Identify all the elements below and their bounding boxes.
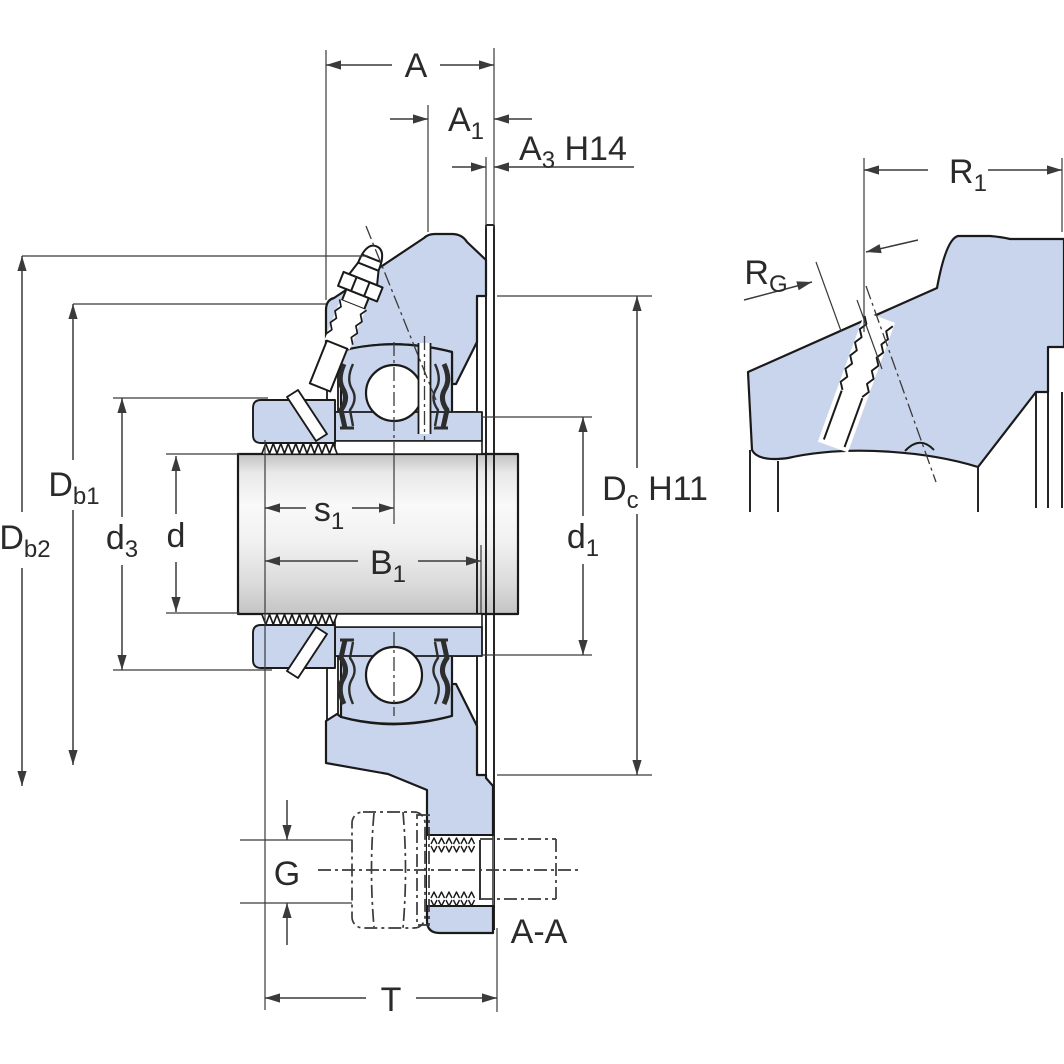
fitting-thread: [325, 299, 368, 345]
label-dim-d1: d1: [567, 518, 599, 562]
shaft: [236, 452, 520, 616]
label-dim-d3: d3: [106, 519, 138, 563]
flange-bolt-hole: [427, 834, 494, 907]
centerlines: [365, 225, 937, 716]
label-dim-B1: B1: [370, 544, 406, 588]
label-dim-RG: RG: [744, 254, 787, 298]
hole-exit: [904, 441, 935, 452]
label-dim-G: G: [274, 855, 300, 893]
bearing-upper: [252, 343, 483, 455]
label-dim-A3-H14: A3 H14: [519, 130, 627, 174]
detail-housing: [746, 234, 1064, 469]
thread-marks: [430, 837, 476, 907]
fitting-shank: [308, 339, 349, 393]
seal-left: [337, 362, 356, 430]
grease-fitting: [308, 244, 384, 393]
washer: [416, 814, 430, 926]
detail-ring-faces: [749, 392, 1063, 512]
extension-lines: [22, 48, 1063, 1012]
lock-washer-tab: [286, 389, 328, 442]
label-dim-T: T: [381, 981, 402, 1019]
label-dim-Db2: Db2: [0, 519, 51, 563]
bearing-lower: [253, 614, 482, 724]
detail-thread-hole: [817, 311, 896, 453]
label-dim-Db1: Db1: [48, 466, 99, 510]
label-dim-s1: s1: [314, 491, 344, 535]
sleeve-thread: [261, 442, 338, 455]
seal-right: [432, 362, 451, 430]
label-section-marker-AA: A-A: [511, 913, 568, 951]
main-section-view: [236, 224, 520, 935]
label-dim-A: A: [405, 47, 428, 85]
label-dim-Dc-H11: Dc H11: [602, 470, 708, 514]
sleeve: [334, 440, 483, 455]
dimension-lines: [17, 48, 1063, 1012]
label-dim-A1: A1: [448, 101, 484, 145]
label-dim-d: d: [167, 517, 186, 555]
label-dim-R1: R1: [949, 153, 987, 197]
phantom-bolt: [318, 811, 580, 929]
dimension-arrows: [17, 60, 1062, 1003]
detail-view: [746, 234, 1064, 512]
